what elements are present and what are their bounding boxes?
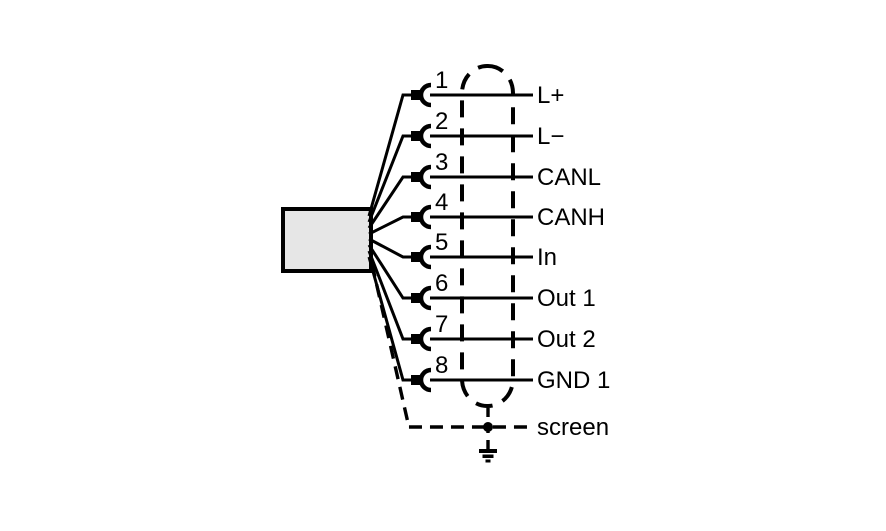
pin-number: 5 [435,229,448,256]
pin-row-2: 2 L− [367,108,564,223]
pin-crimp [411,293,423,303]
device-box [281,207,373,273]
wire [367,134,413,223]
junction-dot [483,422,493,432]
pin-row-5: 5 In [368,229,557,271]
signal-label: L− [537,123,564,150]
pin-number: 1 [435,67,448,94]
socket-contact-icon [418,367,432,393]
signal-label: CANL [537,164,601,191]
wire [367,93,413,217]
pin-number: 7 [435,311,448,338]
socket-contact-icon [418,244,432,270]
pin-crimp [411,212,423,222]
pin-row-6: 6 Out 1 [367,244,596,312]
signal-label: L+ [537,82,564,109]
signal-label: In [537,244,557,271]
pin-row-4: 4 CANH [368,189,605,236]
wire [367,250,413,341]
socket-contact-icon [418,164,432,190]
pin-row-3: 3 CANL [367,149,601,229]
pin-crimp [411,252,423,262]
pin-number: 8 [435,352,448,379]
pin-crimp [411,334,423,344]
socket-contact-icon [418,123,432,149]
pin-crimp [411,375,423,385]
wire [367,244,413,300]
wire [368,237,413,259]
pin-crimp [411,90,423,100]
wire [367,256,413,382]
earth-ground-icon [479,449,497,463]
ground-bar-1 [479,449,497,453]
signal-label: GND 1 [537,367,610,394]
screen-label: screen [537,414,609,441]
wire [368,215,413,236]
pin-crimp [411,172,423,182]
pin-row-1: 1 L+ [367,67,564,217]
signal-label: CANH [537,204,605,231]
socket-contact-icon [418,326,432,352]
ground-bar-3 [485,459,491,463]
pin-row-8: 8 GND 1 [367,256,610,394]
pin-number: 6 [435,270,448,297]
pin-number: 2 [435,108,448,135]
screen-shield: screen [370,263,609,463]
signal-label: Out 2 [537,326,596,353]
socket-contact-icon [418,204,432,230]
cable-jacket-dashed-oval-icon [460,64,515,408]
socket-contact-icon [418,82,432,108]
signal-label: Out 1 [537,285,596,312]
pin-number: 4 [435,189,448,216]
pin-crimp [411,131,423,141]
pin-row-7: 7 Out 2 [367,250,596,353]
ground-bar-2 [482,454,494,458]
socket-contact-icon [418,285,432,311]
wire [367,175,413,229]
pin-number: 3 [435,149,448,176]
